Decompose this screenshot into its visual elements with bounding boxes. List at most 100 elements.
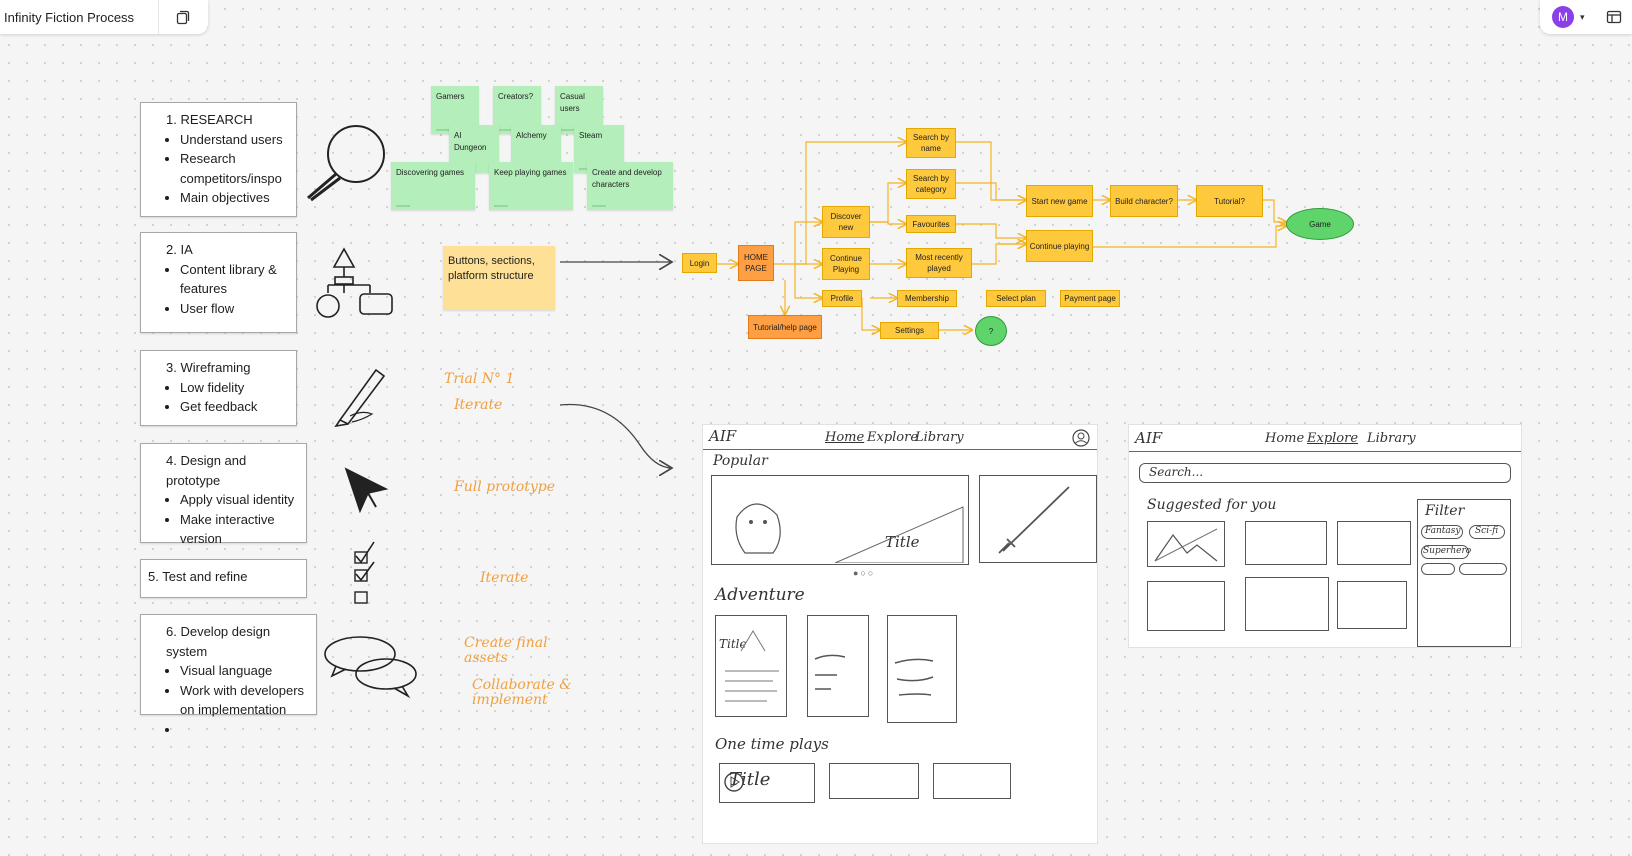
flow-node-continue-playing-2[interactable]: Continue playing — [1026, 230, 1093, 262]
step-bullet: Content library & features — [180, 260, 286, 299]
note-text: Alchemy — [516, 131, 547, 140]
filter-chip-label: Fantasy — [1425, 526, 1461, 536]
game-card[interactable] — [715, 615, 787, 717]
filter-chip-label: Superhero — [1423, 546, 1472, 556]
step-test-refine[interactable]: 5. Test and refine — [140, 559, 307, 598]
flow-node-game[interactable]: Game — [1286, 208, 1354, 240]
flow-node-payment[interactable]: Payment page — [1060, 290, 1120, 307]
flow-node-select-plan[interactable]: Select plan — [986, 290, 1046, 307]
ia-sticky-note[interactable]: Buttons, sections, platform structure — [443, 246, 555, 310]
suggested-card[interactable] — [1147, 521, 1225, 567]
step-design-prototype[interactable]: 4. Design and prototype Apply visual ide… — [140, 443, 307, 546]
step-bullet: Get feedback — [180, 397, 286, 417]
carousel-dots[interactable]: ●○○ — [853, 568, 876, 578]
suggested-card[interactable] — [1245, 577, 1329, 631]
wireframe-divider — [703, 449, 1097, 450]
card-scribbles — [725, 630, 934, 702]
note-text: Buttons, sections, platform structure — [448, 255, 535, 282]
filter-chip[interactable] — [1469, 525, 1505, 539]
flow-node-search-name[interactable]: Search by name — [906, 128, 956, 158]
filter-chip[interactable] — [1421, 545, 1469, 559]
step-title: 2. IA — [166, 242, 193, 257]
sword-icon — [998, 486, 1070, 554]
filter-chip-label: Sci-fi — [1475, 526, 1499, 536]
step-title: 3. Wireframing — [166, 360, 251, 375]
one-time-card[interactable] — [829, 763, 919, 799]
wireframe-nav-explore: Explore — [1307, 431, 1359, 446]
flow-node-start-new[interactable]: Start new game — [1026, 185, 1093, 217]
suggested-card[interactable] — [1337, 581, 1407, 629]
note-text: Steam — [579, 131, 603, 140]
pencil-icon — [334, 368, 386, 427]
flow-node-search-category[interactable]: Search by category — [906, 169, 956, 199]
flow-node-most-recent[interactable]: Most recently played — [906, 248, 972, 278]
filter-panel[interactable] — [1417, 499, 1511, 647]
handwritten-trial: Trial N° 1 — [444, 371, 515, 387]
wireframe-explore[interactable]: AIF Home Explore Library Search... Sugge… — [1128, 424, 1522, 648]
wireframe-home[interactable]: AIF Home Explore Library Popular Title ●… — [702, 424, 1098, 844]
chevron-down-icon[interactable]: ▾ — [1580, 11, 1585, 22]
step-bullet: Apply visual identity — [180, 490, 296, 510]
game-card-title: Title — [719, 637, 747, 651]
sticky-note[interactable]: Keep playing games — [489, 162, 573, 210]
flow-node-profile[interactable]: Profile — [822, 290, 862, 307]
game-card[interactable] — [807, 615, 869, 717]
pages-button[interactable] — [159, 0, 208, 34]
wireframe-nav-library: Library — [915, 430, 964, 445]
one-time-card[interactable] — [719, 763, 815, 803]
step-title: 6. Develop design system — [166, 624, 271, 659]
layout-button[interactable] — [1604, 7, 1624, 27]
wireframe-nav-home: Home — [1265, 431, 1305, 446]
filter-chip[interactable] — [1421, 525, 1463, 539]
flow-node-continue-playing[interactable]: Continue Playing — [822, 248, 870, 280]
step-bullet: Research competitors/inspo — [180, 149, 286, 188]
handwritten-collaborate: Collaborate & implement — [472, 677, 572, 708]
step-ia[interactable]: 2. IA Content library & features User fl… — [140, 232, 297, 333]
flow-node-home[interactable]: HOME PAGE — [738, 245, 774, 281]
step-bullet: Low fidelity — [180, 378, 286, 398]
filter-chip[interactable] — [1459, 563, 1507, 575]
wireframe-adventure: Adventure — [715, 585, 805, 605]
flow-node-tutorial-help[interactable]: Tutorial/help page — [748, 315, 822, 339]
wireframe-nav-explore: Explore — [867, 430, 919, 445]
sticky-note[interactable]: Discovering games — [391, 162, 475, 210]
step-research[interactable]: 1. RESEARCH Understand users Research co… — [140, 102, 297, 217]
flow-node-unknown[interactable]: ? — [975, 316, 1007, 346]
wireframe-popular: Popular — [713, 453, 768, 469]
board-title[interactable]: Infinity Fiction Process — [4, 9, 135, 25]
note-text: Discovering games — [396, 168, 465, 177]
image-placeholder-icon — [1154, 528, 1218, 562]
search-input[interactable] — [1139, 463, 1511, 483]
step-bullet: Understand users — [180, 130, 286, 150]
filter-chip[interactable] — [1421, 563, 1455, 575]
filter-title: Filter — [1425, 503, 1465, 519]
flow-node-login[interactable]: Login — [682, 253, 717, 273]
pages-icon — [177, 10, 190, 25]
sitemap-icon — [316, 247, 393, 318]
step-design-system[interactable]: 6. Develop design system Visual language… — [140, 614, 317, 717]
flow-node-build-character[interactable]: Build character? — [1110, 185, 1178, 217]
step-wireframing[interactable]: 3. Wireframing Low fidelity Get feedback — [140, 350, 297, 426]
wireframe-nav-home: Home — [825, 430, 865, 445]
step-title: 1. RESEARCH — [166, 112, 253, 127]
game-card[interactable] — [887, 615, 957, 723]
hero-card-next — [979, 475, 1097, 563]
suggested-card[interactable] — [1337, 521, 1411, 565]
sticky-note[interactable]: Create and develop characters — [587, 162, 673, 210]
step-title: 5. Test and refine — [148, 569, 248, 584]
hero-card — [711, 475, 969, 565]
step-bullet: Make interactive version — [180, 510, 296, 549]
one-time-card[interactable] — [933, 763, 1011, 799]
flow-node-discover[interactable]: Discover new — [822, 206, 870, 238]
flow-node-favourites[interactable]: Favourites — [906, 215, 956, 233]
note-text: Gamers — [436, 92, 465, 101]
wireframe-one-time-plays: One time plays — [715, 735, 829, 753]
flow-node-membership[interactable]: Membership — [897, 290, 957, 307]
suggested-card[interactable] — [1147, 581, 1225, 631]
flow-node-tutorial-q[interactable]: Tutorial? — [1196, 185, 1263, 217]
handwritten-iterate-2: Iterate — [480, 570, 529, 586]
flow-node-settings[interactable]: Settings — [880, 322, 939, 339]
user-avatar[interactable]: M — [1552, 6, 1574, 28]
note-text: AI Dungeon — [454, 131, 487, 152]
suggested-card[interactable] — [1245, 521, 1327, 565]
